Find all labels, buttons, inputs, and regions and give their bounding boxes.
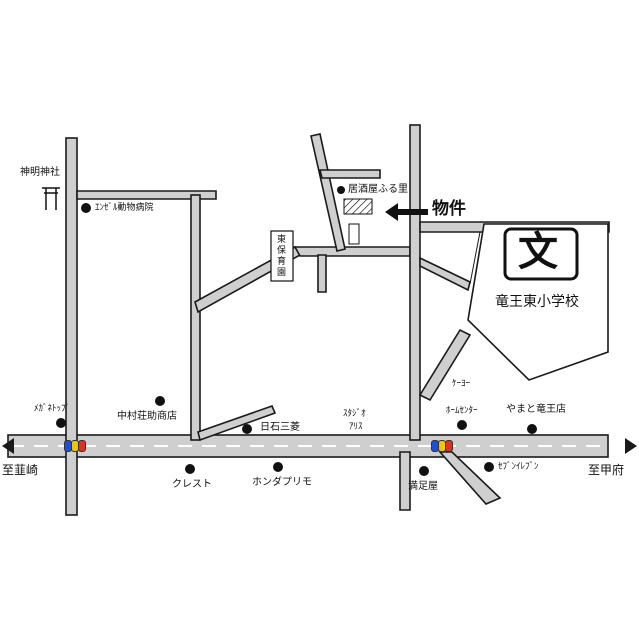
arrow-east bbox=[625, 438, 637, 454]
property-parking bbox=[348, 223, 360, 245]
seven-label: ｾﾌﾞﾝｲﾚﾌﾞﾝ bbox=[498, 462, 539, 472]
nakamura-dot bbox=[155, 396, 165, 406]
studio-label-1: ｽﾀｼﾞｵ bbox=[343, 409, 366, 419]
school-link-road bbox=[418, 328, 472, 402]
nisseki-label: 日石三菱 bbox=[260, 422, 300, 433]
yamato-label: やまと竜王店 bbox=[506, 404, 566, 415]
mansokuya-label: 満足屋 bbox=[408, 481, 438, 492]
mansokuya-dot bbox=[419, 466, 429, 476]
right-road bbox=[409, 124, 421, 441]
hospital-dot bbox=[81, 203, 91, 213]
shrine-icon bbox=[42, 187, 60, 210]
property-street bbox=[310, 133, 346, 252]
studio-label-2: ｱﾘｽ bbox=[349, 422, 363, 432]
school-diag-road bbox=[419, 256, 471, 292]
school-symbol: 文 bbox=[518, 229, 558, 275]
izakaya-dot bbox=[337, 186, 345, 194]
property-label: 物件 bbox=[432, 199, 466, 219]
homecenter-label: ﾎｰﾑｾﾝﾀｰ bbox=[446, 406, 478, 416]
left-road bbox=[65, 137, 78, 516]
izakaya-label: 居酒屋ふる里 bbox=[348, 184, 408, 195]
lower-diagonal-road bbox=[197, 404, 277, 442]
seven-dot bbox=[484, 462, 494, 472]
inner-road bbox=[190, 194, 201, 441]
crest-dot bbox=[185, 464, 195, 474]
honda-dot bbox=[273, 462, 283, 472]
school-diag-road-2 bbox=[469, 231, 481, 285]
nursery-building bbox=[270, 230, 294, 282]
hospital-road bbox=[76, 190, 217, 200]
nursery-road bbox=[293, 246, 411, 257]
school-symbol-box bbox=[503, 227, 579, 281]
homecenter-dot bbox=[457, 420, 467, 430]
nursery-side-road bbox=[317, 254, 327, 293]
to-nirasaki: 至韮崎 bbox=[2, 463, 39, 477]
nisseki-dot bbox=[242, 424, 252, 434]
megane-label: ﾒｶﾞﾈﾄｯﾌﾟ bbox=[34, 404, 71, 414]
honda-label: ホンダプリモ bbox=[252, 477, 312, 488]
se-diagonal-road bbox=[438, 451, 502, 505]
traffic-light-red-right bbox=[445, 440, 453, 452]
nakamura-label: 中村荘助商店 bbox=[117, 411, 177, 422]
mansokuya-road bbox=[399, 451, 411, 511]
nursery-label: 東保育園 bbox=[277, 235, 287, 278]
arrow-west bbox=[2, 438, 14, 454]
hospital-label: ｴﾝｾﾞﾙ動物病院 bbox=[95, 203, 154, 213]
traffic-light-red-left bbox=[78, 440, 86, 452]
property-top-road bbox=[318, 169, 381, 179]
to-kofu: 至甲府 bbox=[588, 463, 625, 477]
school-name: 竜王東小学校 bbox=[495, 294, 579, 310]
shrine-label: 神明神社 bbox=[20, 167, 60, 178]
property-building bbox=[343, 198, 373, 215]
yamato-dot bbox=[527, 424, 537, 434]
keiyo-label: ｹｰﾖｰ bbox=[452, 379, 471, 389]
property-arrow bbox=[385, 203, 428, 221]
crest-label: クレスト bbox=[172, 479, 212, 490]
megane-dot bbox=[56, 418, 66, 428]
